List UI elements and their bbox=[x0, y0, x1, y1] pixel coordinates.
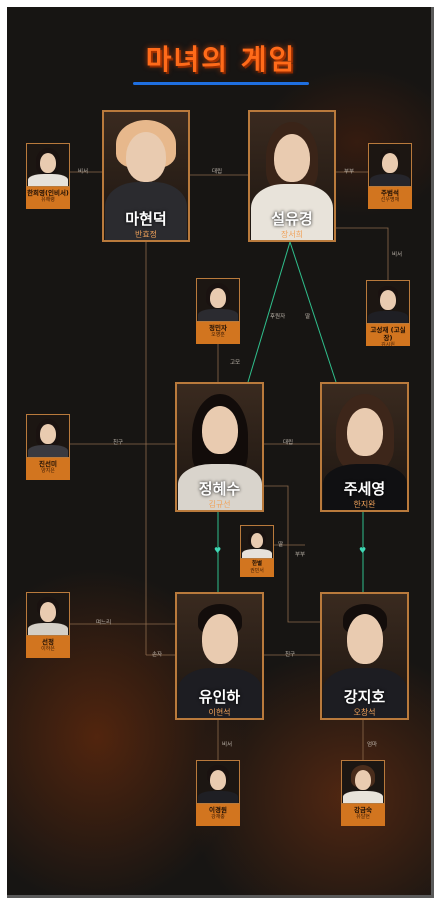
rel-label: 비서 bbox=[222, 742, 233, 748]
minor-portrait-jin[interactable] bbox=[26, 414, 70, 458]
line-seol-ju bbox=[289, 241, 337, 383]
face bbox=[346, 408, 383, 456]
rel-label: 비서 bbox=[78, 169, 89, 175]
body bbox=[177, 668, 262, 718]
minor-label-kanggeum: 강금숙 유달현 bbox=[341, 804, 385, 826]
heart-icon: ♥ bbox=[214, 546, 222, 555]
character-name: 유인하 bbox=[198, 688, 241, 706]
minor-name: 한희영(인비서) bbox=[27, 189, 69, 197]
line-seol-ko bbox=[336, 227, 389, 280]
face bbox=[201, 406, 238, 454]
rel-label: 비서 bbox=[392, 252, 403, 258]
minor-portrait-jungmin[interactable] bbox=[196, 278, 240, 322]
line-seol-jung bbox=[247, 241, 291, 383]
minor-name: 한별 bbox=[251, 561, 263, 567]
minor-name: 주범석 bbox=[381, 189, 399, 197]
rel-label: 딸 bbox=[278, 542, 284, 548]
minor-actor: 강재충 bbox=[211, 814, 225, 820]
minor-portrait-sunjung[interactable] bbox=[26, 592, 70, 636]
rel-label: 고모 bbox=[230, 360, 241, 366]
minor-name: 정민자 bbox=[209, 324, 227, 332]
rel-label: 부부 bbox=[344, 169, 355, 175]
rel-label: 친구 bbox=[285, 652, 296, 658]
minor-actor: 권민서 bbox=[250, 568, 264, 574]
minor-actor: 오영훈 bbox=[211, 332, 225, 338]
body bbox=[105, 182, 187, 240]
body bbox=[322, 464, 407, 510]
character-card-yu[interactable]: 유인하 이현석 bbox=[175, 592, 264, 720]
rel-label: 대립 bbox=[283, 440, 294, 446]
minor-name: 선정 bbox=[42, 638, 54, 646]
character-name: 설유경 bbox=[271, 210, 313, 228]
character-card-ma[interactable]: 마현덕 반효정 bbox=[102, 110, 190, 242]
actor-name: 이현석 bbox=[208, 708, 231, 717]
body bbox=[177, 464, 262, 510]
face bbox=[201, 614, 238, 664]
minor-actor: 선우명재 bbox=[380, 197, 400, 203]
minor-label-jin: 진선미 양지은 bbox=[26, 458, 70, 480]
minor-actor: 유달현 bbox=[356, 814, 370, 820]
body bbox=[322, 668, 407, 718]
rel-label: 엄마 bbox=[367, 742, 378, 748]
character-card-ju[interactable]: 주세영 한지완 bbox=[320, 382, 409, 512]
minor-name: 이경원 bbox=[209, 806, 227, 814]
minor-name: 진선미 bbox=[39, 460, 57, 468]
actor-name: 반효정 bbox=[134, 230, 158, 239]
minor-label-joo: 주범석 선우명재 bbox=[368, 187, 412, 209]
character-name: 강지호 bbox=[343, 688, 386, 706]
rel-label: 친구 bbox=[113, 440, 124, 446]
minor-portrait-kanggeum[interactable] bbox=[341, 760, 385, 804]
minor-portrait-han[interactable] bbox=[26, 143, 70, 187]
rel-label: 손자 bbox=[152, 652, 163, 658]
character-name: 주세영 bbox=[343, 480, 386, 498]
face bbox=[346, 614, 383, 664]
rel-label: 대립 bbox=[212, 169, 223, 175]
minor-portrait-joo[interactable] bbox=[368, 143, 412, 187]
minor-actor: 이하은 bbox=[41, 646, 55, 652]
character-card-jung[interactable]: 정혜수 김규선 bbox=[175, 382, 264, 512]
minor-actor: 유해령 bbox=[41, 197, 55, 203]
actor-name: 김규선 bbox=[208, 500, 231, 509]
minor-label-ko: 고성재 (고실장) 김시원 bbox=[366, 324, 410, 348]
line-jung-kang bbox=[264, 485, 320, 623]
actor-name: 한지완 bbox=[353, 500, 376, 509]
minor-actor: 김시원 bbox=[381, 342, 395, 348]
minor-label-sunjung: 선정 이하은 bbox=[26, 636, 70, 658]
heart-icon: ♥ bbox=[359, 546, 367, 555]
face bbox=[126, 132, 166, 182]
face bbox=[274, 134, 310, 182]
rel-label: 딸 bbox=[305, 314, 311, 320]
rel-label: 며느리 bbox=[96, 620, 112, 626]
minor-label-hanbyul: 한별 권민서 bbox=[240, 559, 274, 577]
body bbox=[251, 184, 333, 240]
page-title: 마녀의 게임 bbox=[145, 43, 297, 76]
minor-actor: 양지은 bbox=[41, 468, 55, 474]
character-card-seol[interactable]: 설유경 장서희 bbox=[248, 110, 336, 242]
rel-label: 부부 bbox=[295, 552, 306, 558]
minor-label-han: 한희영(인비서) 유해령 bbox=[26, 187, 70, 209]
character-name: 정혜수 bbox=[198, 480, 241, 498]
minor-label-jungmin: 정민자 오영훈 bbox=[196, 322, 240, 344]
character-card-kang[interactable]: 강지호 오창석 bbox=[320, 592, 409, 720]
title-underline bbox=[133, 82, 309, 85]
actor-name: 장서희 bbox=[280, 230, 304, 239]
character-name: 마현덕 bbox=[125, 210, 167, 228]
rel-label: 후원자 bbox=[270, 314, 286, 320]
minor-portrait-ko[interactable] bbox=[366, 280, 410, 324]
actor-name: 오창석 bbox=[353, 708, 376, 717]
minor-portrait-hanbyul[interactable] bbox=[240, 525, 274, 559]
minor-name: 강금숙 bbox=[354, 806, 372, 814]
minor-portrait-lee[interactable] bbox=[196, 760, 240, 804]
minor-label-lee: 이경원 강재충 bbox=[196, 804, 240, 826]
minor-name: 고성재 (고실장) bbox=[370, 326, 406, 342]
